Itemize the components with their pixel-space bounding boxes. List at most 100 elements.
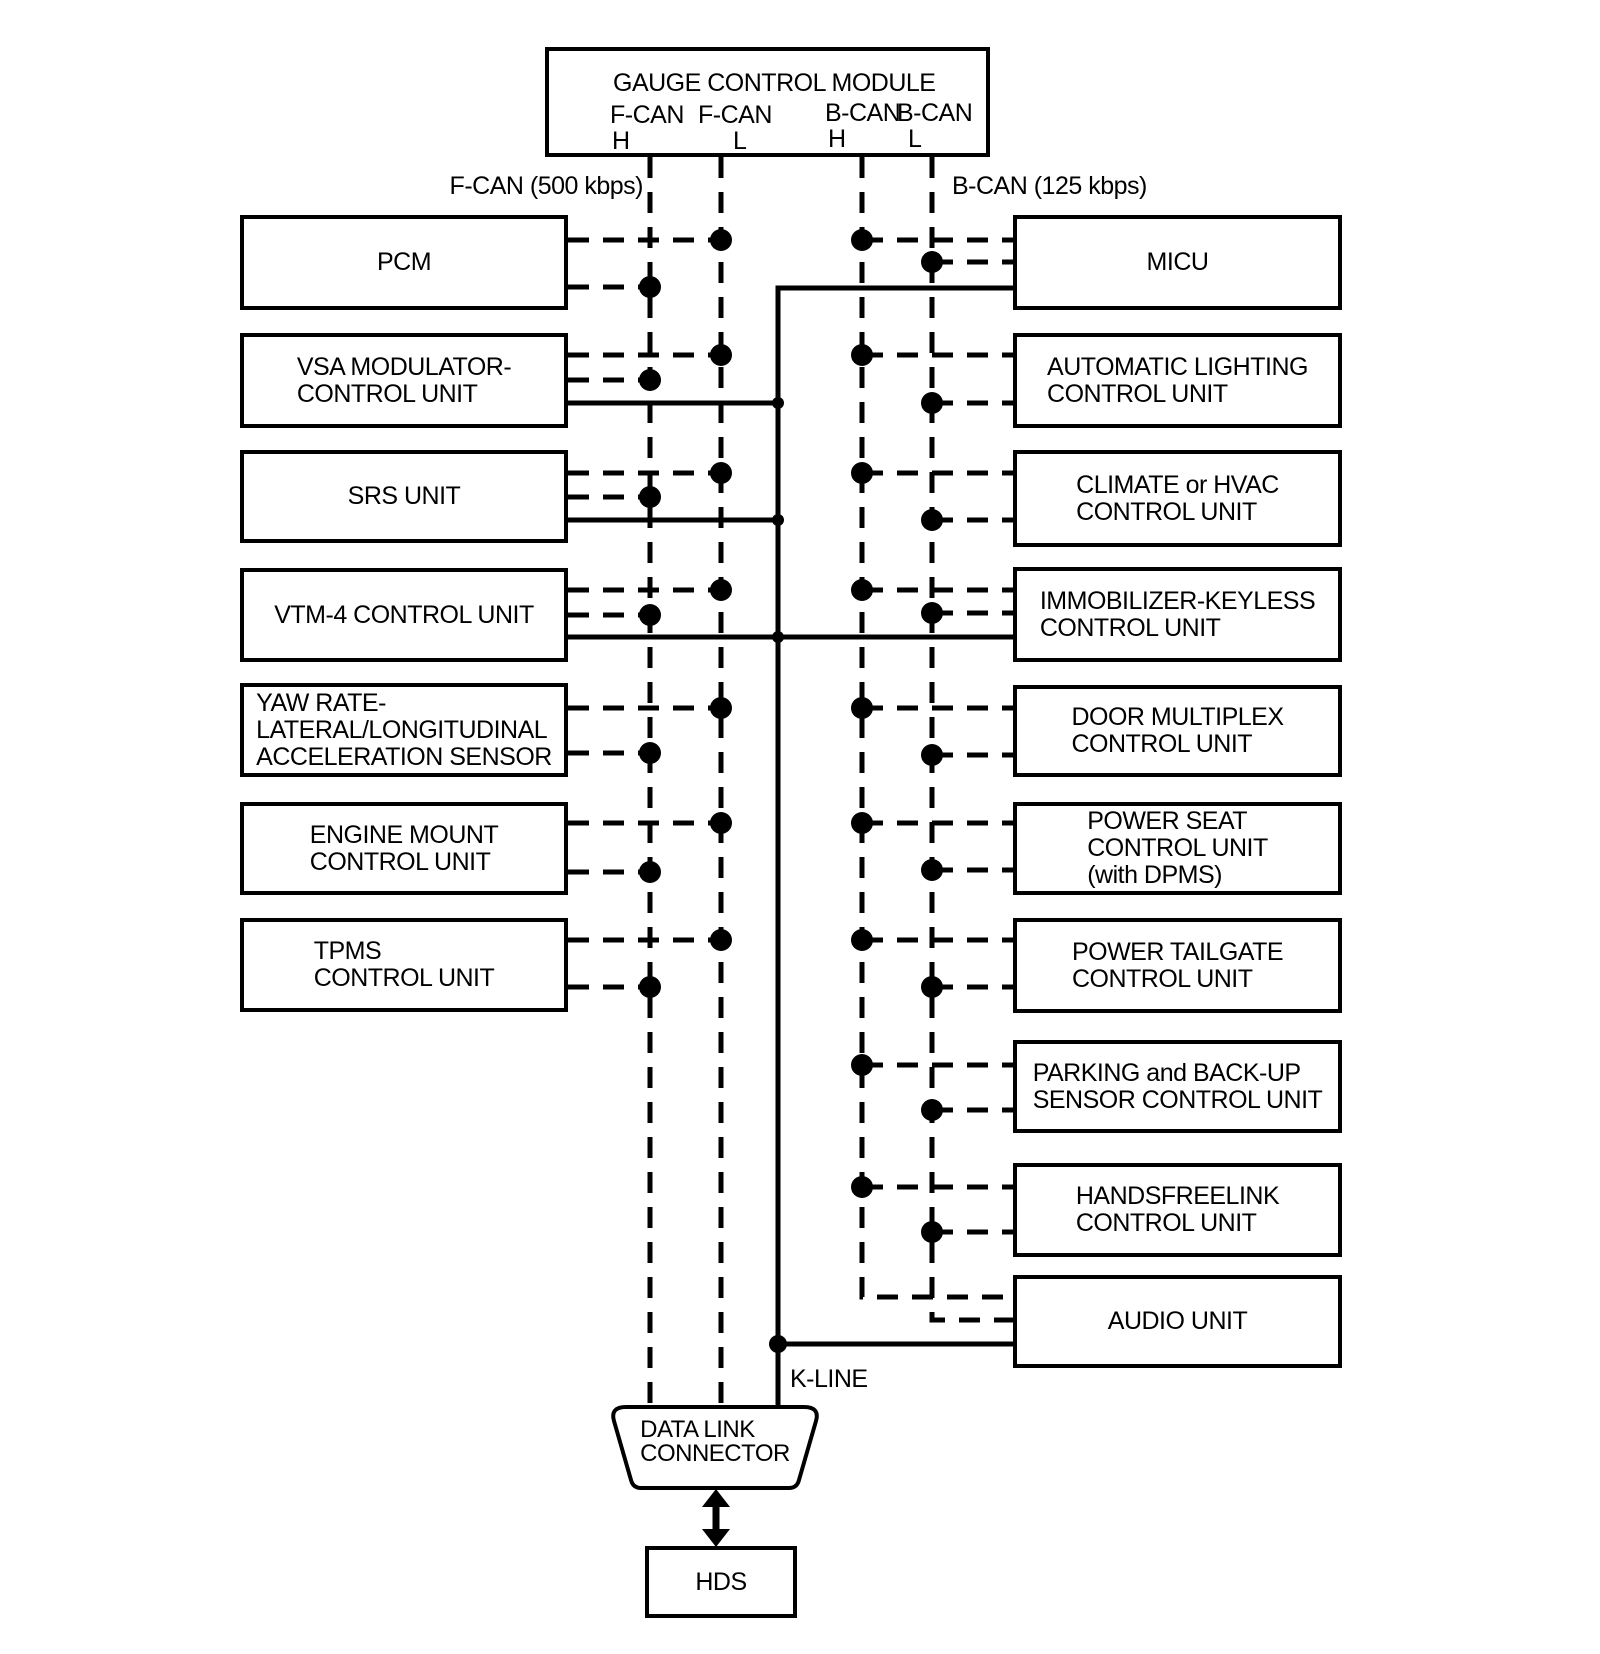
junction-dots	[639, 229, 943, 1353]
left-unit-stubs	[568, 237, 721, 990]
unit-box-vtm4: VTM-4 CONTROL UNIT	[240, 568, 568, 662]
unit-label: SENSOR CONTROL UNIT	[1032, 1085, 1323, 1114]
unit-label: CONTROL UNIT	[1039, 613, 1221, 642]
pin-label-fcan-1: F-CAN	[610, 101, 684, 129]
dlc-label-line: DATA LINK	[640, 1416, 755, 1443]
pin-wire-h-3: H	[828, 125, 846, 153]
hds-label: HDS	[695, 1567, 747, 1596]
unit-label: ENGINE MOUNT	[309, 820, 499, 849]
junction-dot	[921, 1099, 943, 1121]
pin-label-fcan-2: F-CAN	[698, 101, 772, 129]
unit-label: CONTROL UNIT	[313, 964, 495, 992]
unit-label: PARKING and BACK-UP	[1032, 1058, 1301, 1087]
unit-label: VTM-4 CONTROL UNIT	[274, 600, 534, 629]
pin-wire-h-1: H	[612, 127, 630, 155]
hds-box: HDS	[645, 1546, 797, 1618]
junction-dot	[921, 251, 943, 273]
junction-dot	[710, 697, 732, 719]
unit-label: MICU	[1146, 248, 1209, 276]
junction-dot	[851, 579, 873, 601]
unit-label: VSA MODULATOR-	[296, 352, 512, 381]
junction-dot	[921, 859, 943, 881]
pin-wire-l-4: L	[908, 125, 922, 153]
junction-dot	[851, 697, 873, 719]
unit-box-pcm: PCM	[240, 215, 568, 310]
junction-dot	[772, 397, 784, 409]
unit-label: LATERAL/LONGITUDINAL	[256, 715, 548, 744]
k-line-main	[775, 285, 1013, 1407]
junction-dot	[639, 861, 661, 883]
junction-dot	[710, 462, 732, 484]
junction-dot	[710, 812, 732, 834]
unit-label: CONTROL UNIT	[309, 847, 491, 876]
unit-label: AUTOMATIC LIGHTING	[1047, 352, 1308, 381]
k-line-wiring	[568, 285, 1013, 1407]
junction-dot	[639, 369, 661, 391]
junction-dot	[851, 229, 873, 251]
unit-box-srs: SRS UNIT	[240, 450, 568, 543]
gauge-control-module-title: GAUGE CONTROL MODULE	[613, 69, 936, 97]
unit-label: TPMS	[313, 937, 382, 965]
junction-dot	[639, 276, 661, 298]
unit-box-micu: MICU	[1013, 215, 1342, 310]
unit-label: (with DPMS)	[1087, 861, 1222, 889]
junction-dot	[710, 579, 732, 601]
junction-dot	[710, 929, 732, 951]
junction-dot	[921, 1221, 943, 1243]
unit-label: AUDIO UNIT	[1107, 1307, 1248, 1335]
junction-dot	[772, 514, 784, 526]
unit-label: POWER TAILGATE	[1071, 937, 1284, 966]
unit-box-vsa-modulator: VSA MODULATOR-CONTROL UNIT	[240, 333, 568, 428]
junction-dot	[921, 392, 943, 414]
unit-label: POWER SEAT	[1087, 807, 1248, 835]
junction-dot	[921, 509, 943, 531]
unit-label: CONTROL UNIT	[1075, 1209, 1257, 1237]
dlc-hds-arrow	[702, 1489, 730, 1547]
junction-dot	[921, 602, 943, 624]
bus-lines	[647, 157, 1013, 1407]
junction-dot	[769, 1335, 787, 1353]
junction-dot	[639, 486, 661, 508]
junction-dot	[639, 976, 661, 998]
unit-label: CONTROL UNIT	[296, 379, 478, 408]
unit-label: DOOR MULTIPLEX	[1071, 703, 1284, 731]
arrow-head-up	[702, 1489, 730, 1507]
unit-label: CONTROL UNIT	[1076, 497, 1257, 526]
unit-box-audio: AUDIO UNIT	[1013, 1275, 1342, 1368]
unit-label: SRS UNIT	[347, 482, 461, 510]
f-can-speed-label: F-CAN (500 kbps)	[449, 172, 644, 200]
pin-label-bcan-4: B-CAN	[897, 99, 973, 127]
unit-label: CLIMATE or HVAC	[1076, 470, 1279, 499]
junction-dot	[851, 812, 873, 834]
unit-label: CONTROL UNIT	[1047, 379, 1228, 408]
junction-dot	[921, 744, 943, 766]
junction-dot	[851, 344, 873, 366]
arrow-head-down	[702, 1529, 730, 1547]
junction-dot	[851, 1054, 873, 1076]
right-unit-stubs	[862, 237, 1013, 1235]
junction-dot	[851, 1176, 873, 1198]
unit-label: HANDSFREELINK	[1075, 1182, 1280, 1210]
dlc-label-line: CONNECTOR	[640, 1440, 790, 1467]
junction-dot	[639, 604, 661, 626]
unit-label: CONTROL UNIT	[1071, 730, 1253, 758]
junction-dot	[639, 742, 661, 764]
bcan-h-bus-line	[859, 157, 1013, 1300]
junction-dot	[710, 344, 732, 366]
gauge-control-module-box	[545, 47, 990, 157]
unit-label: ACCELERATION SENSOR	[256, 742, 552, 771]
junction-dot	[921, 976, 943, 998]
junction-dot	[772, 631, 784, 643]
junction-dot	[851, 929, 873, 951]
